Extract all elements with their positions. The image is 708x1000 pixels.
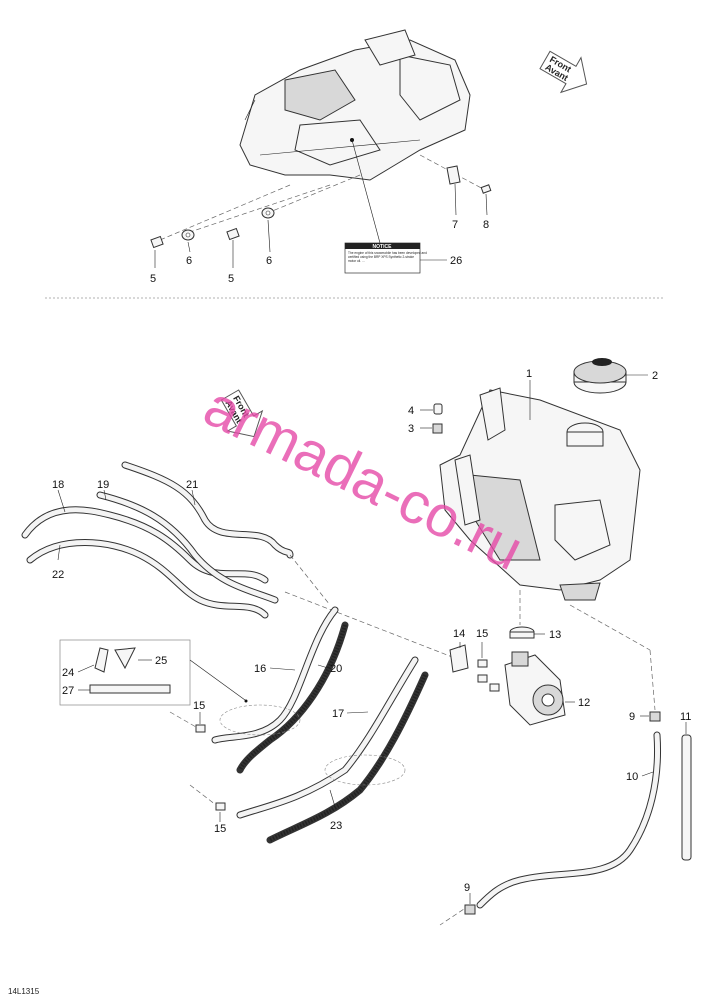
hose-16 — [211, 606, 339, 744]
clamp-9-lower — [464, 904, 476, 915]
callout-22: 22 — [52, 569, 64, 581]
vent-tube-11 — [681, 734, 692, 861]
callout-23: 23 — [330, 820, 342, 832]
clamp-13 — [509, 626, 535, 639]
clamp-9-upper — [649, 711, 661, 722]
hose-18 — [21, 506, 269, 584]
assembly-line — [189, 184, 331, 233]
upper-frame-assembly — [239, 29, 471, 181]
callout-21: 21 — [186, 479, 198, 491]
pump-bracket-14 — [449, 644, 469, 673]
oil-pump — [504, 651, 566, 726]
washer-6-left — [181, 229, 195, 241]
notice-line: The engine of this snowmobile has been d… — [348, 251, 427, 255]
callout-2: 2 — [652, 370, 658, 382]
clamp-25 — [114, 647, 136, 670]
hose-22 — [26, 539, 269, 619]
fitting-15-bottom — [215, 802, 226, 811]
nut-3 — [432, 423, 443, 434]
callout-24: 24 — [62, 667, 74, 679]
clip-7 — [446, 165, 461, 185]
callout-1: 1 — [526, 368, 532, 380]
callout-16: 16 — [254, 663, 266, 675]
callout-7: 7 — [452, 219, 458, 231]
callout-5: 5 — [150, 273, 156, 285]
hose-20-spring — [236, 621, 349, 774]
callout-15: 15 — [476, 628, 488, 640]
hose-19 — [96, 491, 279, 604]
diagram-reference-code: 14L1315 — [8, 987, 40, 996]
bolt-5-right — [226, 227, 240, 241]
grommet-4 — [433, 403, 443, 415]
assembly-line — [269, 174, 361, 213]
callout-12: 12 — [578, 697, 590, 709]
callout-8: 8 — [483, 219, 489, 231]
notice-line: certified using the BRP XPS Synthetic 2-… — [348, 255, 414, 259]
callout-27: 27 — [62, 685, 74, 697]
callout-15: 15 — [214, 823, 226, 835]
callout-4: 4 — [408, 405, 414, 417]
fitting-15-top — [477, 659, 500, 692]
notice-title: NOTICE — [373, 244, 393, 250]
callout-10: 10 — [626, 771, 638, 783]
callout-17: 17 — [332, 708, 344, 720]
callout-19: 19 — [97, 479, 109, 491]
callout-3: 3 — [408, 423, 414, 435]
oil-cap — [573, 358, 627, 394]
callout-6: 6 — [186, 255, 192, 267]
callout-18: 18 — [52, 479, 64, 491]
hose-23-spring — [266, 671, 429, 844]
callout-9: 9 — [464, 882, 470, 894]
callout-25: 25 — [155, 655, 167, 667]
hose-21 — [121, 461, 294, 559]
kit-box — [59, 639, 191, 706]
notice-line: motor oil. ... — [348, 259, 365, 263]
callout-14: 14 — [453, 628, 465, 640]
routing-guide — [219, 704, 301, 736]
callout-9: 9 — [629, 711, 635, 723]
notice-label: NOTICE The engine of this snowmobile has… — [344, 242, 427, 274]
bracket-24 — [94, 647, 109, 673]
callout-11: 11 — [680, 711, 691, 723]
washer-6-right — [261, 207, 275, 219]
callout-5: 5 — [228, 273, 234, 285]
hose-17 — [236, 656, 419, 819]
bolt-5-left — [150, 235, 164, 249]
front-direction-arrow-top: Front Avant — [539, 50, 588, 94]
callout-6: 6 — [266, 255, 272, 267]
tie-27 — [89, 684, 171, 694]
callout-13: 13 — [549, 629, 561, 641]
routing-guide — [324, 754, 406, 786]
tank-neck — [566, 422, 604, 447]
callout-26: 26 — [450, 255, 462, 267]
screw-8 — [480, 184, 492, 194]
fitting-15-left — [195, 724, 206, 733]
callout-20: 20 — [330, 663, 342, 675]
callout-15: 15 — [193, 700, 205, 712]
oil-hose-10 — [476, 731, 661, 909]
